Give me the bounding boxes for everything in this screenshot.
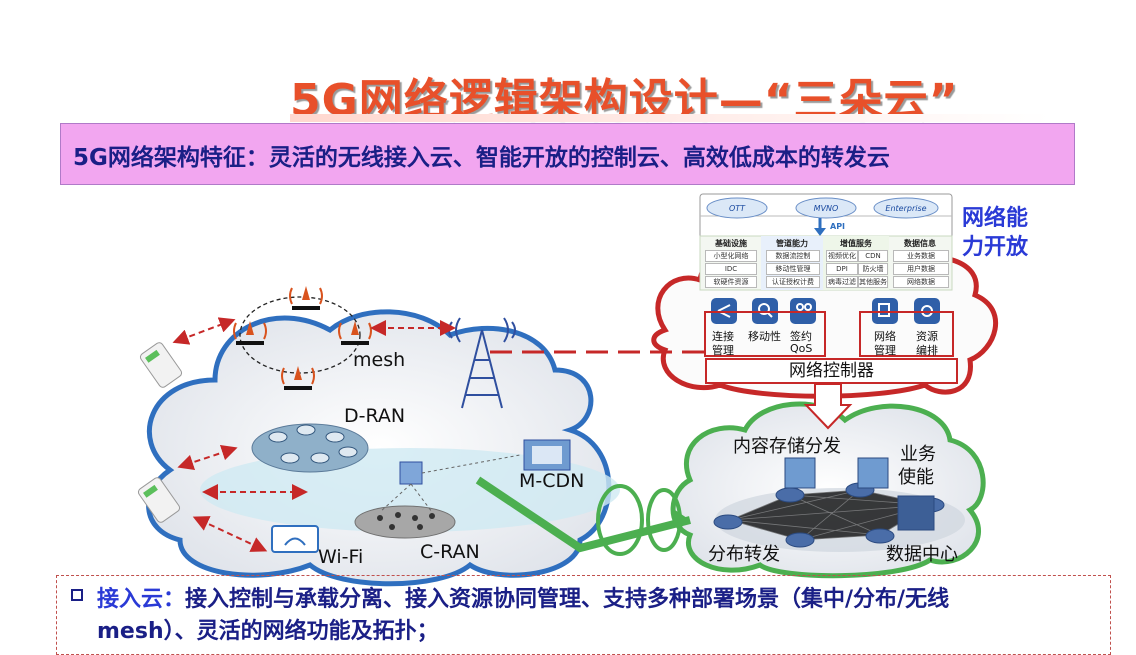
group-item: 病毒过滤 <box>826 276 858 288</box>
service-label-1: 业务 <box>900 444 936 465</box>
tenant-cloud <box>873 197 939 219</box>
group-item: 视频优化 <box>826 250 858 262</box>
group-item: 防火墙 <box>858 263 888 275</box>
tenant-mvno: MVNO <box>813 204 839 213</box>
tenant-ott: OTT <box>728 204 746 213</box>
feature-banner-text: 5G网络架构特征：灵活的无线接入云、智能开放的控制云、高效低成本的转发云 <box>73 145 890 171</box>
wifi-label: Wi-Fi <box>318 546 364 568</box>
group-item: IDC <box>705 263 757 275</box>
group-item: DPI <box>826 263 858 275</box>
tenant-enterprise: Enterprise <box>885 204 927 213</box>
func-label-subscription: 签约 <box>790 330 812 343</box>
func-label-resource: 资源 <box>916 330 938 343</box>
group-item: 数据流控制 <box>766 250 820 262</box>
func-label-mobility: 移动性 <box>748 330 781 343</box>
storage-label: 内容存储分发 <box>733 436 841 457</box>
api-label: API <box>830 222 846 231</box>
network-open-label: 网络能 力开放 <box>962 206 1029 260</box>
group-item: 其他服务 <box>858 276 888 288</box>
func-sublabel: QoS <box>790 342 813 355</box>
phone-icon <box>137 477 181 523</box>
description-line-1: 接入云：接入控制与承载分离、接入资源协同管理、支持多种部署场景（集中/分布/无线 <box>97 587 950 612</box>
title-underline <box>290 114 1050 122</box>
cran-label: C-RAN <box>420 541 480 563</box>
phone-icon <box>139 342 183 388</box>
network-controller: 网络控制器 <box>705 358 958 384</box>
group-item: CDN <box>858 250 888 262</box>
description-line-2: mesh）、灵活的网络功能及拓扑； <box>97 619 439 644</box>
router-icon <box>785 532 815 548</box>
mcdn-label: M-CDN <box>519 470 585 492</box>
group-head: 管道能力 <box>776 239 808 248</box>
architecture-diagram <box>137 193 998 587</box>
mesh-antenna-icon <box>236 286 369 390</box>
group-head: 数据信息 <box>904 239 936 248</box>
group-item: 小型化网络 <box>705 250 757 262</box>
distribute-label: 分布转发 <box>708 544 780 565</box>
group-head: 增值服务 <box>840 239 872 248</box>
tenant-cloud <box>706 197 768 219</box>
dran-label: D-RAN <box>344 405 406 427</box>
bullet-square-icon <box>71 589 83 601</box>
tenant-cloud <box>795 197 857 219</box>
func-sublabel: 管理 <box>712 344 734 357</box>
func-label-connect: 连接 <box>712 330 734 343</box>
func-sublabel: 管理 <box>874 344 896 357</box>
group-item: 软硬件资源 <box>705 276 757 288</box>
func-label-network: 网络 <box>874 330 896 343</box>
description-heading: 接入云： <box>97 587 186 612</box>
service-label-2: 使能 <box>898 467 934 488</box>
switch-icon <box>399 461 423 485</box>
router-icon <box>865 528 895 544</box>
access-to-forward-arrow <box>475 476 691 553</box>
storage-server-icon <box>784 457 816 489</box>
datacenter-label: 数据中心 <box>886 544 958 565</box>
datacenter-icon <box>897 495 935 531</box>
group-item: 业务数据 <box>893 250 949 262</box>
func-sublabel: 编排 <box>916 344 938 357</box>
router-icon <box>713 514 743 530</box>
group-item: 用户数据 <box>893 263 949 275</box>
group-item: 移动性管理 <box>766 263 820 275</box>
access-cloud-description: 接入云：接入控制与承载分离、接入资源协同管理、支持多种部署场景（集中/分布/无线… <box>56 575 1111 655</box>
group-item: 网络数据 <box>893 276 949 288</box>
group-head: 基础设施 <box>715 239 747 248</box>
cran-cluster <box>354 505 456 539</box>
service-server-icon <box>857 457 889 489</box>
mesh-label: mesh <box>353 349 406 371</box>
router-icon <box>775 487 805 503</box>
group-item: 认证授权计费 <box>766 276 820 288</box>
feature-banner: 5G网络架构特征：灵活的无线接入云、智能开放的控制云、高效低成本的转发云 <box>60 123 1075 185</box>
controller-down-arrow <box>803 383 853 430</box>
